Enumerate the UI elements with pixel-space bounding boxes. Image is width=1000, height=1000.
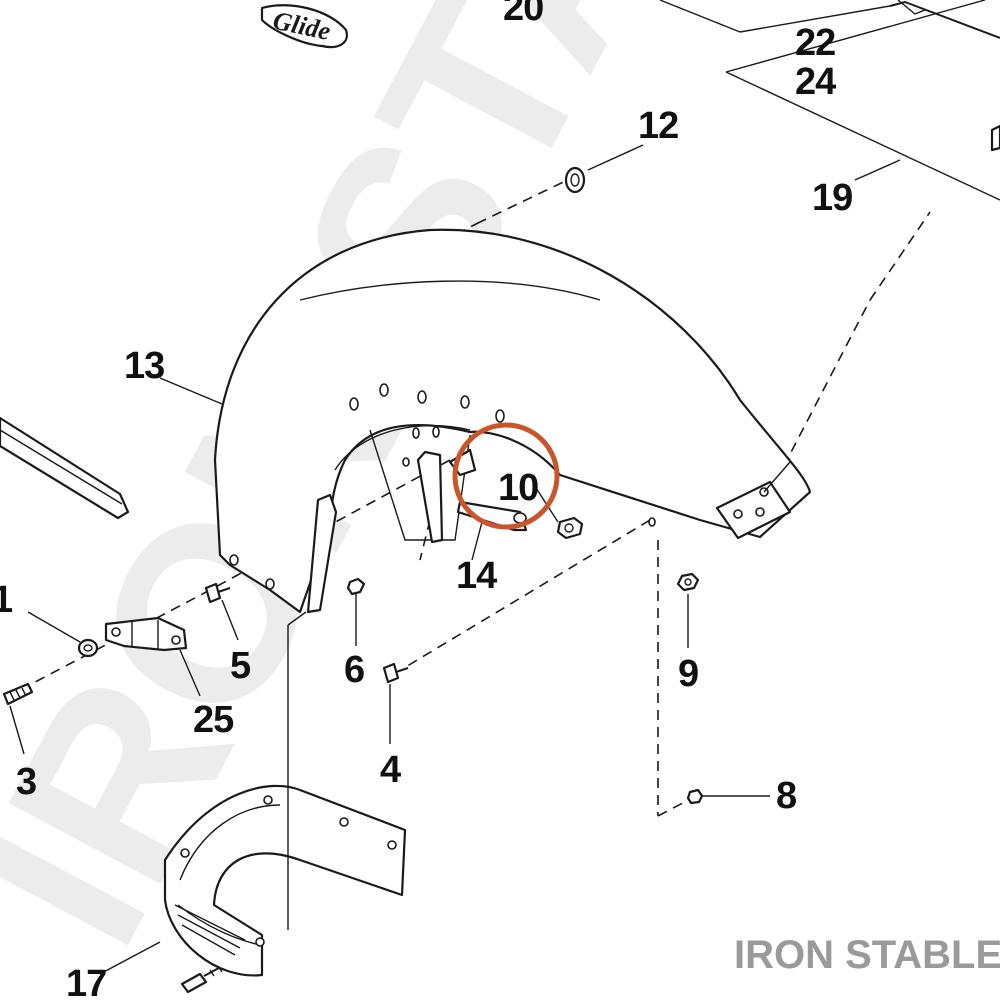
hardware xyxy=(2,166,704,994)
callout-3: 3 xyxy=(16,761,36,803)
leader-lines xyxy=(9,144,901,975)
callout-10: 10 xyxy=(498,467,538,509)
brand-label: IRON STABLE xyxy=(734,933,1000,977)
callout-1: 1 xyxy=(0,579,13,621)
stud-3 xyxy=(2,682,34,706)
callout-6: 6 xyxy=(344,649,364,691)
callout-9: 9 xyxy=(678,653,698,695)
callout-24: 24 xyxy=(795,61,836,103)
callout-25: 25 xyxy=(193,699,234,741)
left-rail xyxy=(0,416,130,520)
callout-17: 17 xyxy=(66,963,106,1000)
callout-12: 12 xyxy=(638,105,678,147)
mudflap-17 xyxy=(163,611,407,977)
callout-22: 22 xyxy=(795,22,835,64)
nut-9 xyxy=(676,572,700,592)
script-badge-text: Glide xyxy=(271,6,334,46)
callout-4: 4 xyxy=(380,749,401,791)
bolt-4 xyxy=(382,662,409,684)
callout-14: 14 xyxy=(456,555,497,597)
callout-13: 13 xyxy=(124,345,164,387)
nut-8 xyxy=(686,788,704,805)
nut-10 xyxy=(556,516,584,540)
top-right-cable xyxy=(659,0,1000,201)
callout-5: 5 xyxy=(230,645,251,687)
callout-labels: 20 22 24 12 19 13 10 14 1 5 6 9 25 4 3 8… xyxy=(0,0,853,1000)
grommet-12 xyxy=(564,166,586,194)
callout-20: 20 xyxy=(503,0,543,29)
washer-1 xyxy=(77,638,99,658)
rear-fender xyxy=(213,228,812,614)
highlight-circle xyxy=(452,422,560,530)
script-badge: Glide xyxy=(260,4,348,49)
callout-19: 19 xyxy=(812,177,852,219)
nut-6 xyxy=(346,577,366,596)
callout-8: 8 xyxy=(776,775,796,817)
bolt-5 xyxy=(204,582,231,604)
clip-25 xyxy=(104,616,188,652)
